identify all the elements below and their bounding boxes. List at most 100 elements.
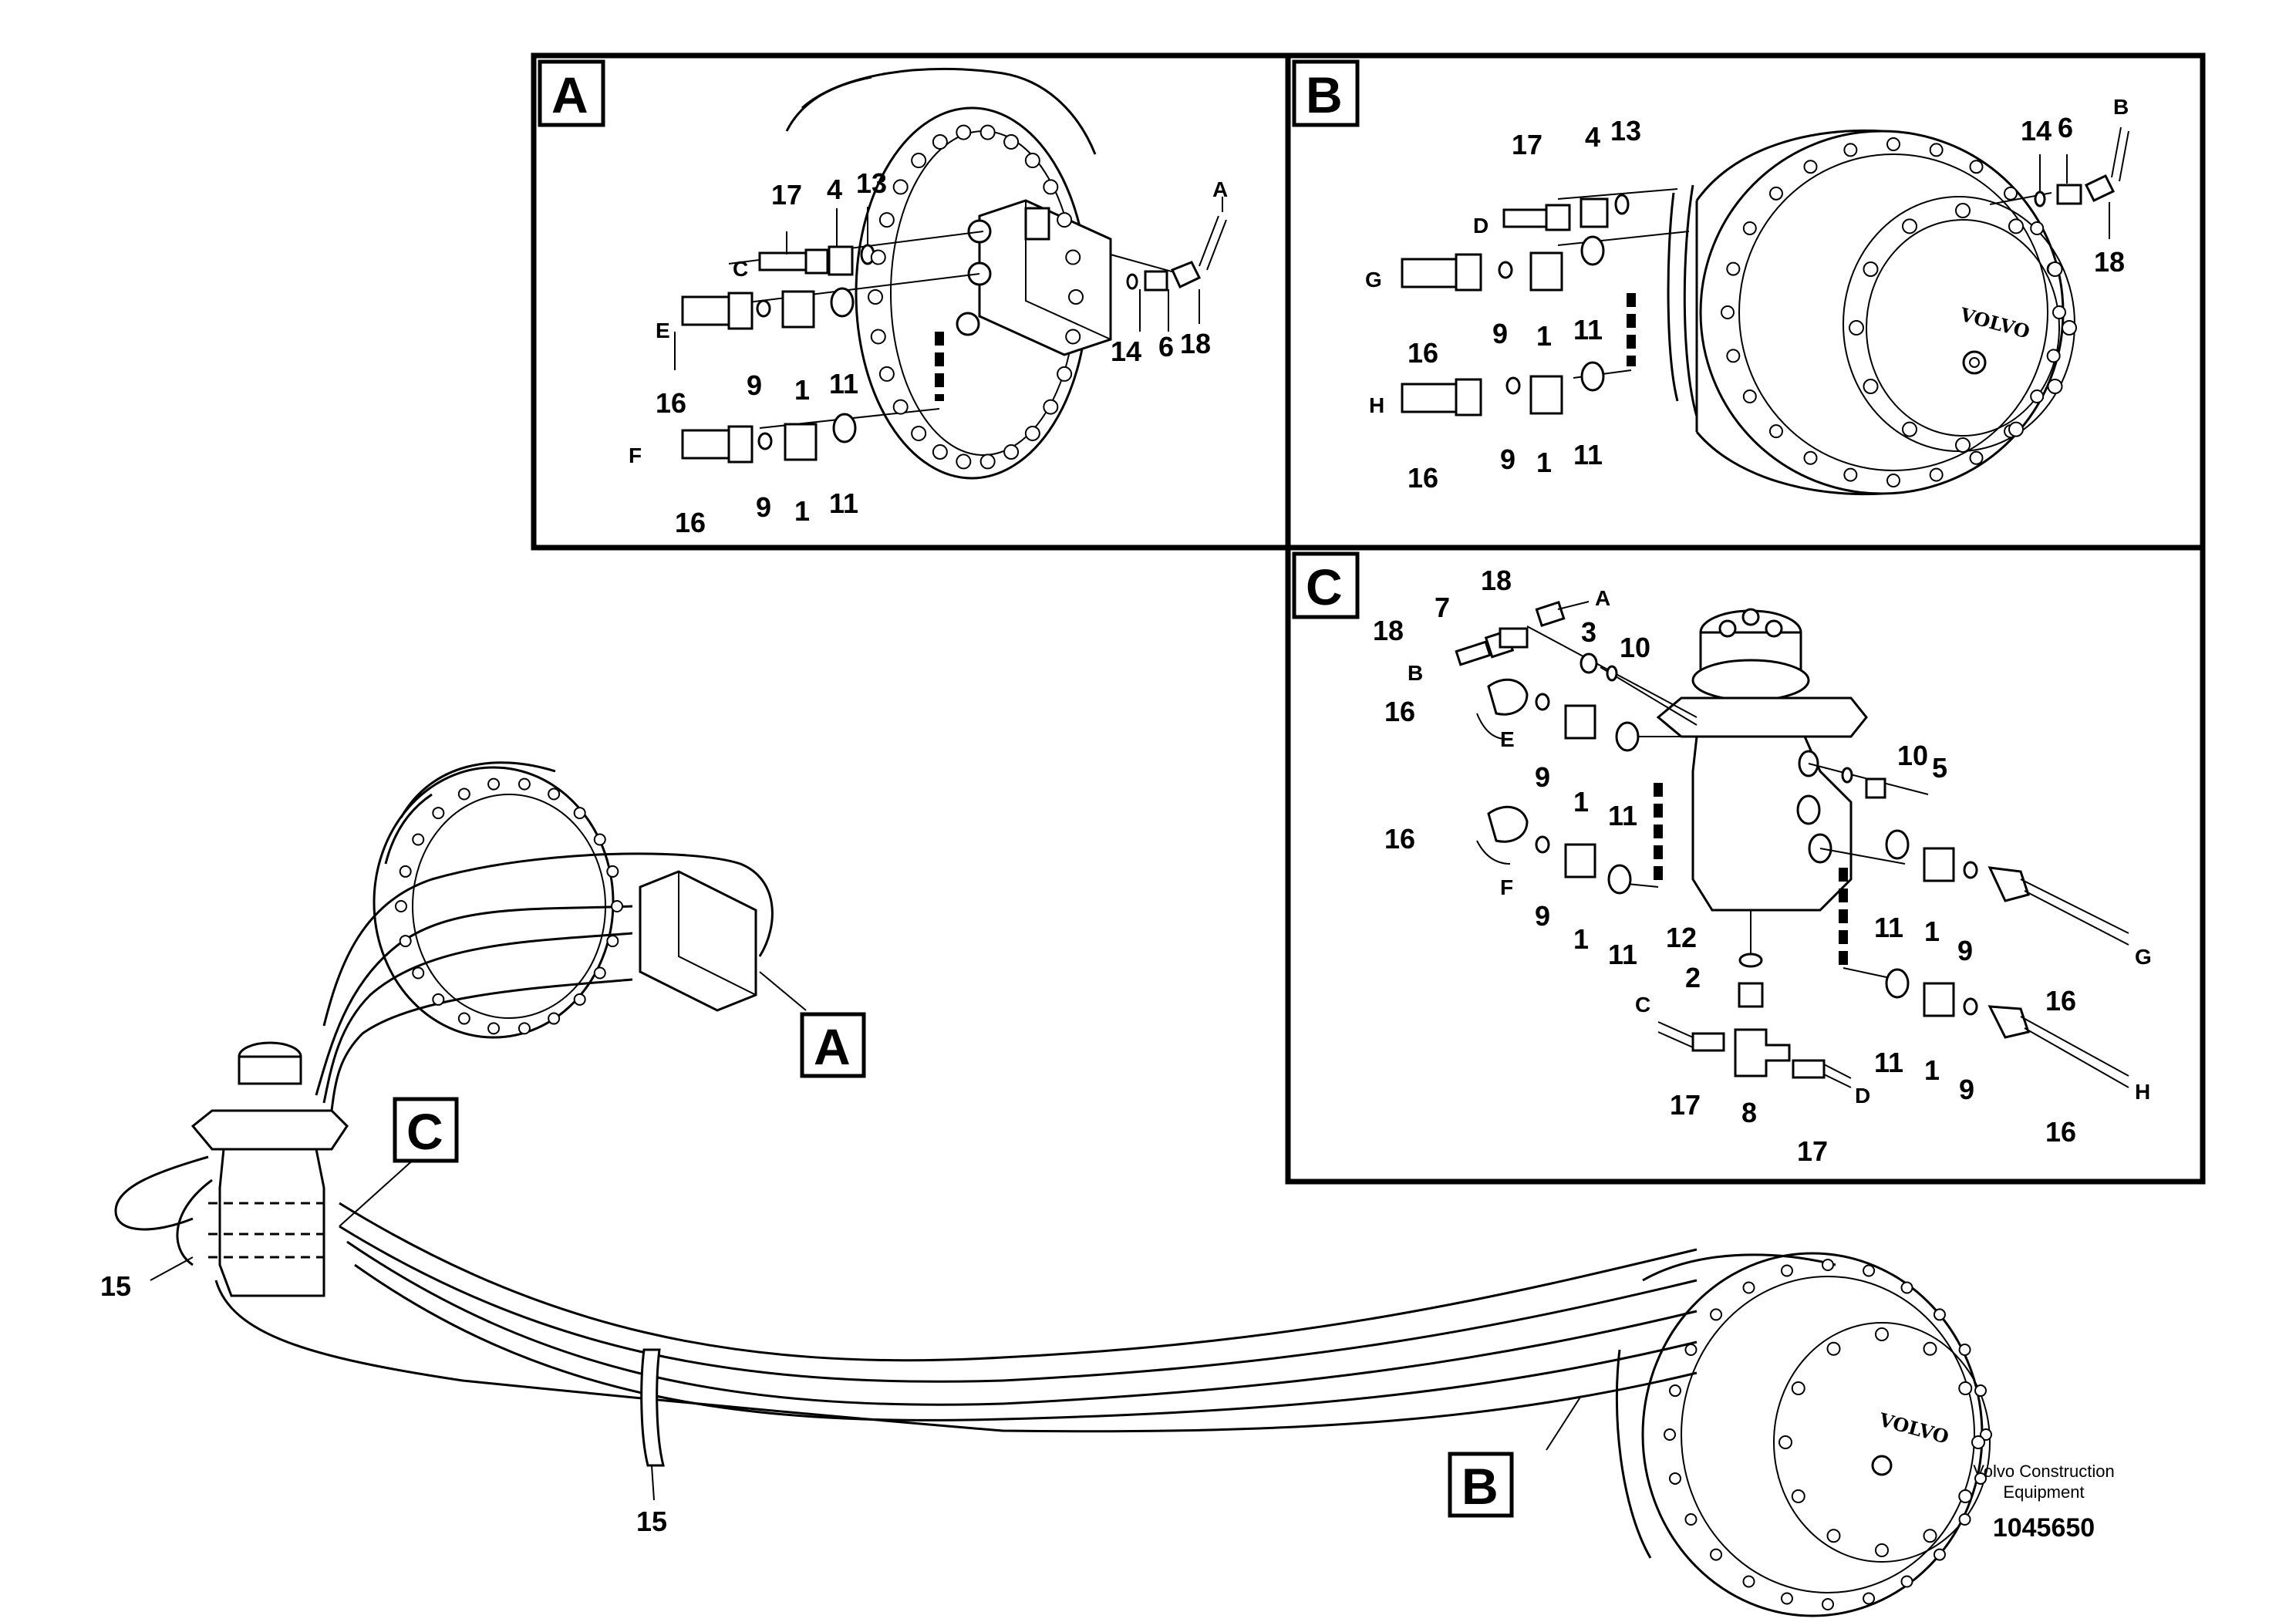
bolt-icon xyxy=(1684,1344,1698,1356)
bolt-icon xyxy=(979,124,996,140)
bolt-icon xyxy=(956,454,972,470)
panel-a-frame xyxy=(531,52,1291,551)
bolt-icon xyxy=(399,865,412,878)
bolt-icon xyxy=(2052,305,2066,319)
bolt-icon xyxy=(573,807,586,820)
bolt-icon xyxy=(1863,379,1879,394)
c-label-E: E xyxy=(1500,727,1515,751)
bolt-icon xyxy=(2062,320,2077,336)
c-label-1b: 1 xyxy=(1573,923,1589,955)
bolt-icon xyxy=(457,1012,470,1025)
c-label-12: 12 xyxy=(1666,922,1697,953)
bolt-icon xyxy=(548,787,561,801)
bolt-icon xyxy=(2008,421,2024,437)
overview-label-15a: 15 xyxy=(100,1270,131,1302)
c-label-9c: 9 xyxy=(1957,935,1973,966)
bolt-icon xyxy=(1955,203,1971,218)
bolt-icon xyxy=(1710,1548,1723,1561)
bolt-icon xyxy=(518,1022,531,1035)
bolt-icon xyxy=(606,865,619,878)
bolt-icon xyxy=(1043,399,1059,415)
b-label-9a: 9 xyxy=(1492,318,1508,349)
overview-drawing: VOLVO xyxy=(114,761,1991,1617)
c-label-16d: 16 xyxy=(2045,1116,2076,1148)
a-label-9b: 9 xyxy=(756,491,771,523)
bolt-icon xyxy=(911,425,927,441)
bolt-icon xyxy=(1929,143,1944,157)
bolt-icon xyxy=(1057,366,1073,382)
bolt-icon xyxy=(1822,1259,1834,1271)
bolt-icon xyxy=(1843,143,1858,157)
c-label-16b: 16 xyxy=(1384,823,1415,855)
a-label-A: A xyxy=(1212,177,1228,201)
b-label-D: D xyxy=(1473,214,1489,238)
c-label-C: C xyxy=(1635,993,1650,1017)
bolt-icon xyxy=(1710,1308,1723,1321)
c-label-1d: 1 xyxy=(1924,1054,1940,1086)
bolt-icon xyxy=(395,900,407,912)
bolt-icon xyxy=(1900,1575,1913,1588)
bolt-icon xyxy=(487,1022,501,1035)
bolt-icon xyxy=(1778,1435,1792,1449)
c-label-18a: 18 xyxy=(1481,565,1512,596)
a-label-F: F xyxy=(629,443,642,467)
bolt-icon xyxy=(1933,1308,1946,1321)
c-label-1c: 1 xyxy=(1924,916,1940,947)
overview-logo: VOLVO xyxy=(1876,1408,1951,1448)
bolt-icon xyxy=(432,993,445,1006)
bolt-icon xyxy=(1863,1592,1876,1605)
panel-c-labels: 18 A 7 18 B 3 10 16 E 9 1 11 10 5 16 F 9… xyxy=(1373,565,2152,1167)
bolt-icon xyxy=(1664,1428,1676,1441)
brand-line-2: Equipment xyxy=(2003,1482,2084,1502)
c-label-11a: 11 xyxy=(1608,800,1637,831)
b-label-B: B xyxy=(2113,95,2129,119)
drawing-number: 1045650 xyxy=(1993,1513,2095,1543)
overview-callout-b-box xyxy=(1448,1452,1514,1518)
overview-callout-a: A xyxy=(814,1018,851,1075)
a-label-E: E xyxy=(656,319,670,342)
bolt-icon xyxy=(611,900,623,912)
a-label-16b: 16 xyxy=(675,507,706,538)
bolt-icon xyxy=(932,444,948,460)
a-label-1b: 1 xyxy=(794,495,810,527)
bolt-icon xyxy=(593,833,606,846)
c-label-9b: 9 xyxy=(1535,900,1550,932)
c-label-1a: 1 xyxy=(1573,786,1589,818)
b-label-H: H xyxy=(1369,393,1384,417)
bolt-icon xyxy=(1668,1472,1681,1485)
b-label-9b: 9 xyxy=(1500,443,1515,475)
a-label-11b: 11 xyxy=(829,487,858,519)
a-label-11a: 11 xyxy=(829,368,858,400)
bolt-icon xyxy=(1791,1381,1805,1395)
bolt-icon xyxy=(1057,212,1073,228)
bolt-icon xyxy=(1721,305,1735,319)
c-label-16c: 16 xyxy=(2045,985,2076,1017)
bolt-icon xyxy=(878,366,895,382)
c-label-17a: 17 xyxy=(1670,1089,1701,1121)
panel-b-labels: 17 4 13 D G 9 1 11 16 H 9 1 11 16 14 6 B… xyxy=(1365,95,2129,494)
c-label-H: H xyxy=(2135,1080,2150,1104)
bolt-icon xyxy=(606,935,619,948)
bolt-icon xyxy=(1668,1384,1681,1398)
overview-lower-bolt-ring xyxy=(1664,1259,1992,1610)
bolt-icon xyxy=(1003,444,1020,460)
bolt-icon xyxy=(870,329,886,345)
bolt-icon xyxy=(868,289,883,305)
a-label-4: 4 xyxy=(827,174,842,205)
bolt-icon xyxy=(878,212,895,228)
overview-lower-cover-bolt-ring xyxy=(1778,1327,1985,1557)
bolt-icon xyxy=(1958,1344,1971,1356)
bolt-icon xyxy=(1900,1281,1913,1294)
bolt-icon xyxy=(1024,153,1040,169)
bolt-icon xyxy=(1886,137,1900,151)
bolt-icon xyxy=(1843,467,1858,482)
overview-callout-b: B xyxy=(1462,1458,1499,1515)
panel-a-drawing: /* placeholder */ xyxy=(674,67,1227,480)
c-label-B: B xyxy=(1408,661,1423,685)
bolt-icon xyxy=(1933,1548,1946,1561)
b-label-1b: 1 xyxy=(1536,447,1552,478)
a-label-17: 17 xyxy=(771,179,802,211)
b-label-18: 18 xyxy=(2094,246,2125,278)
bolt-icon xyxy=(1003,133,1020,150)
